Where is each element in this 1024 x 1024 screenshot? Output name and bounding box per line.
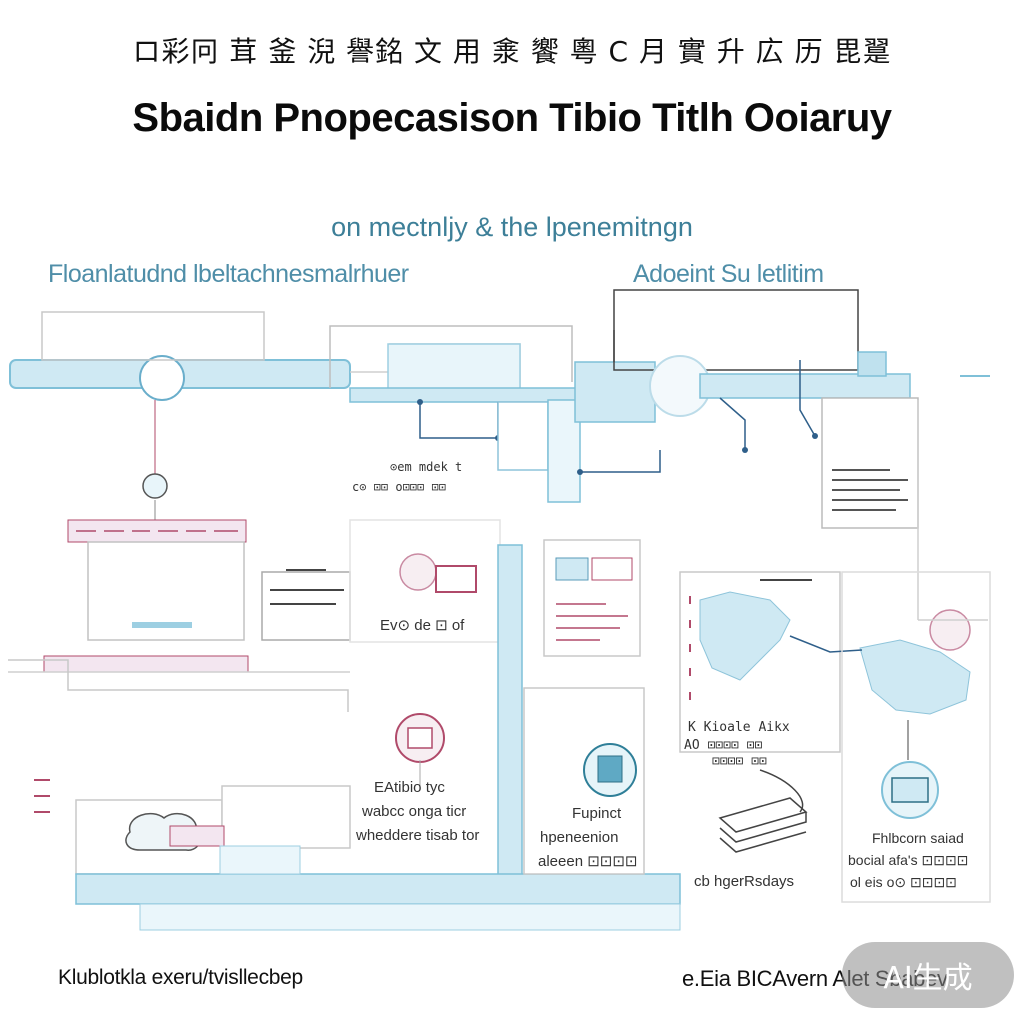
page-subtitle: on mectnljy & the lpenemitngn: [331, 212, 693, 242]
card-mid-label-2: wabcc onga ticr: [362, 803, 467, 820]
card-lower-label-2: hpeneenion: [540, 829, 619, 846]
pipe-cap-right: [857, 351, 887, 377]
left-drop-icon: [142, 473, 168, 499]
central-vertical-pipe: [497, 544, 523, 904]
right-note-label-3: ol eis o⊙ ⊡⊡⊡⊡: [850, 874, 957, 890]
flow-line-2: [580, 450, 661, 473]
card-top-center: [543, 539, 641, 657]
map-region-left: [699, 591, 791, 681]
ai-generated-badge: AI生成: [842, 942, 1014, 1008]
map-note-label-1: K Kioale Aikx: [688, 720, 790, 735]
card-mid-label-3: wheddere tisab tor: [356, 827, 480, 844]
flow-line-1: [419, 402, 499, 439]
right-top-outline: [613, 289, 859, 371]
node-a-label-2: c⊙ ⊡⊡ o⊡⊡⊡ ⊡⊡: [352, 480, 446, 494]
right-note-label-2: bocial afa's ⊡⊡⊡⊡: [848, 852, 969, 868]
map-note-label-2: AO ⊡⊡⊡⊡ ⊡⊡: [684, 738, 763, 753]
vertical-column-1: [497, 401, 549, 471]
node-a-label-1: ⊙em mdek t: [390, 460, 463, 474]
right-document-panel: [821, 397, 919, 529]
top-left-outline-box: [41, 311, 265, 361]
card-lower-label-3: aleeen ⊡⊡⊡⊡: [538, 853, 638, 870]
main-pipe-right: [699, 373, 911, 399]
center-info-panel: [261, 571, 351, 641]
center-panel-label: Ev⊙ de ⊡ of: [380, 617, 465, 634]
bottom-main-pipe: [75, 873, 681, 905]
center-cup-icon: [399, 553, 437, 591]
connector-a: [329, 325, 573, 388]
right-gear-icon: [929, 609, 971, 651]
pipe-node-left: [139, 355, 185, 401]
right-pipe-segment: [574, 361, 656, 423]
section-heading-right: Adoeint Su letlitim: [633, 260, 824, 288]
card-lower-label-1: Fupinct: [572, 805, 622, 822]
center-frame-icon: [435, 565, 477, 593]
section-heading-left: Floanlatudnd lbeltachnesmalrhuer: [48, 260, 409, 288]
book-caption: cb hgerRsdays: [694, 873, 795, 890]
central-device-box: [387, 343, 521, 395]
header-glyph-line: ロ彩冋 茸 釜 淣 譽銘 文 用 淾 饗 粵 C 月 實 升 広 历 毘翨: [132, 35, 892, 68]
right-note-label-1: Fhlbcorn saiad: [872, 830, 964, 846]
map-region-right: [859, 639, 971, 715]
map-note-label-3: ⊡⊡⊡⊡ ⊡⊡: [712, 754, 767, 769]
footer-left-text: Klublotkla exeru/tvisllecbep: [58, 966, 303, 989]
card-mid-label-1: EAtibio tyc: [374, 779, 445, 796]
page-title: Sbaidn Pnopecasison Tibio Titlh Ooiaruy: [132, 96, 892, 140]
pink-strip-bottom: [43, 655, 249, 673]
book-stack: [718, 797, 808, 833]
